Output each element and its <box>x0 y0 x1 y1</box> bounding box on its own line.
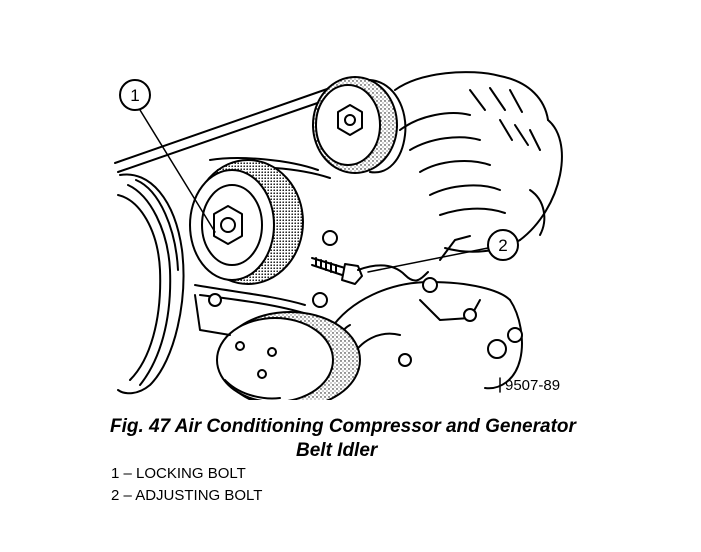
upper-belt <box>114 87 333 173</box>
caption-line-2: Belt Idler <box>296 440 378 461</box>
mounting-bracket <box>194 292 328 336</box>
callout-2: 2 <box>487 229 519 261</box>
callout-1-number: 1 <box>130 86 139 105</box>
callout-2-number: 2 <box>498 236 507 255</box>
callout-1: 1 <box>119 79 151 111</box>
generator-pulley <box>312 76 407 174</box>
legend-number: 1 <box>111 465 120 482</box>
compressor-clutch-pulley <box>216 311 361 400</box>
legend-number: 2 <box>111 487 120 504</box>
generator <box>394 71 563 253</box>
callout-2-leader <box>367 247 489 273</box>
ac-compressor <box>329 235 523 390</box>
caption-line-1: Fig. 47 Air Conditioning Compressor and … <box>110 416 576 437</box>
legend-separator: – <box>123 465 132 482</box>
legend-separator: – <box>123 487 132 504</box>
adjusting-bolt-drawing <box>311 230 429 285</box>
callout-1-leader <box>139 109 216 233</box>
legend-item-2: 2 – ADJUSTING BOLT <box>111 485 262 507</box>
crankshaft-pulley <box>117 173 185 395</box>
belt-idler-diagram: 1 2 <box>114 71 563 400</box>
legend-item-1: 1 – LOCKING BOLT <box>111 463 262 485</box>
figure-code: 9507-89 <box>505 377 561 394</box>
legend-label: ADJUSTING BOLT <box>135 487 263 504</box>
figure-caption: Fig. 47 Air Conditioning Compressor and … <box>110 415 610 463</box>
legend-label: LOCKING BOLT <box>136 465 246 482</box>
legend: 1 – LOCKING BOLT 2 – ADJUSTING BOLT <box>111 463 262 507</box>
belt-idler-pulley <box>189 159 304 285</box>
